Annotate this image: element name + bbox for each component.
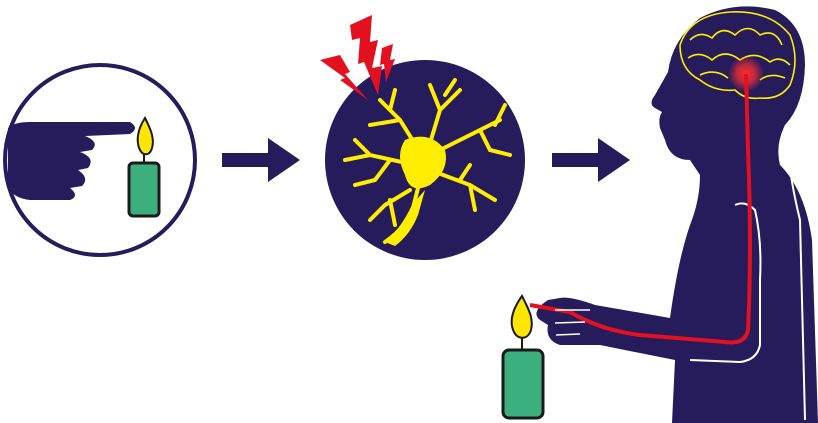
finger-touching-flame-icon bbox=[3, 63, 197, 257]
neuron-pain-icon bbox=[325, 60, 525, 260]
lightning-icon bbox=[320, 15, 395, 100]
person-brain-icon bbox=[529, 6, 818, 423]
hand-icon bbox=[8, 122, 135, 200]
nerve-signal-path bbox=[529, 73, 752, 345]
arrow-right-icon bbox=[552, 138, 630, 182]
candle-icon bbox=[501, 294, 545, 420]
arrow-right-icon bbox=[222, 138, 300, 182]
candle-icon bbox=[127, 116, 161, 218]
